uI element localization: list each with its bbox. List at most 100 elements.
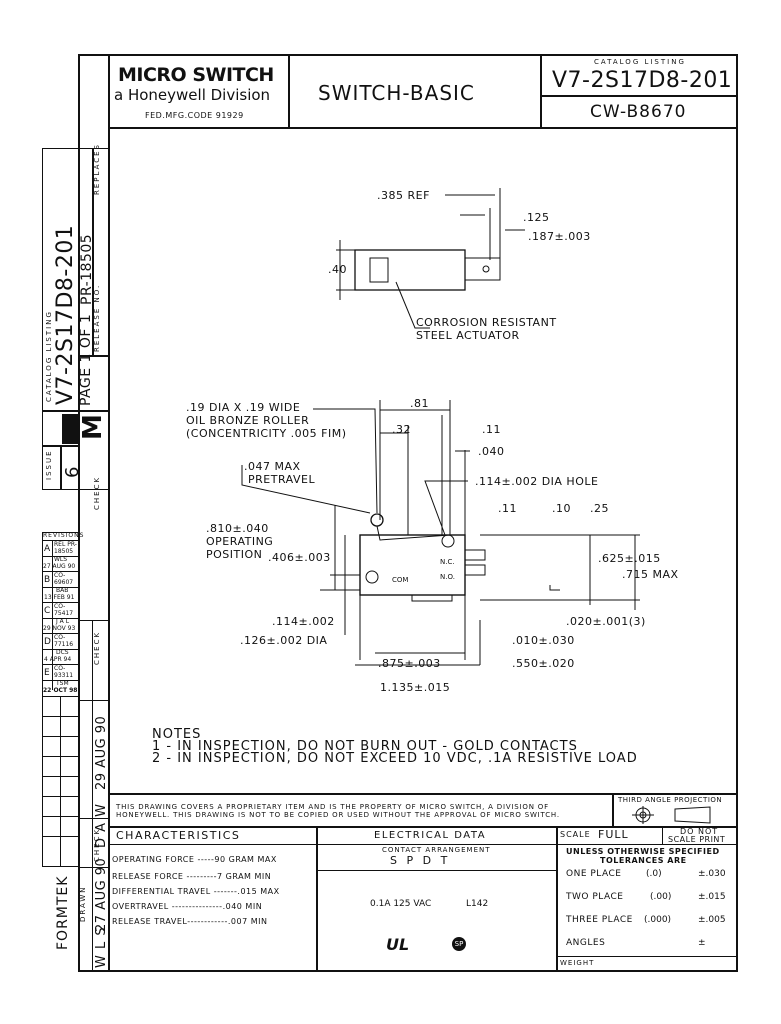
top-detail-drawing: [336, 188, 525, 329]
do-not-label: DO NOT: [680, 827, 719, 836]
rev-date: 13 FEB 91: [44, 594, 75, 601]
tol-value: ±.015: [698, 892, 726, 902]
char-row: RELEASE FORCE ---------7 GRAM MIN: [112, 872, 272, 881]
tol-label: ONE PLACE: [566, 869, 622, 879]
char-row: DIFFERENTIAL TRAVEL -------.015 MAX: [112, 887, 280, 896]
sig-h4: [78, 867, 108, 868]
dim-385: .385 REF: [377, 189, 430, 202]
roller-note-1: .19 DIA X .19 WIDE: [186, 401, 301, 414]
op-position-2: OPERATING: [206, 535, 274, 548]
top-terminal: [464, 257, 501, 281]
dim-010: .010±.030: [512, 634, 575, 647]
strip-check-label: CHECK: [93, 475, 101, 510]
check-date: 29 AUG 90: [94, 715, 109, 790]
side-catalog-label: CATALOG LISTING: [45, 310, 53, 402]
rev-line-0: [42, 540, 79, 541]
frame-top: [78, 54, 737, 56]
roller: [370, 513, 384, 527]
rev-date: 4 APR 94: [44, 656, 72, 663]
char-header-bottom: [108, 844, 556, 845]
pretravel-2: PRETRAVEL: [248, 473, 316, 486]
m-logo: M: [78, 414, 108, 440]
top-body: [354, 249, 466, 291]
unless-line-1: UNLESS OTHERWISE SPECIFIED: [566, 847, 720, 856]
dim-81: .81: [410, 397, 429, 410]
sig-h1: [78, 620, 108, 621]
char-row: OVERTRAVEL ---------------.040 MIN: [112, 902, 263, 911]
replaces-label: REPLACES: [93, 143, 101, 195]
formtek-frame-left: [78, 867, 80, 971]
drawing-number: CW-B8670: [590, 102, 687, 122]
rev-letter: A: [44, 544, 51, 554]
char-right: [316, 826, 318, 972]
dim-114: .114±.002: [272, 615, 335, 628]
elec-right: [556, 826, 558, 972]
tol-header-bottom: [556, 844, 737, 845]
scale-print-label: SCALE PRINT: [668, 835, 726, 844]
dia-hole: .114±.002 DIA HOLE: [475, 475, 599, 488]
scale-label: SCALE: [560, 830, 591, 839]
title-div-3: [540, 95, 737, 97]
contact-value: S P D T: [390, 854, 451, 867]
rev-line: [42, 633, 79, 634]
check-label: CHECK: [93, 630, 101, 665]
rev-letter: D: [44, 637, 51, 647]
rev-sep: [52, 540, 53, 690]
note-1: 1 - IN INSPECTION, DO NOT BURN OUT - GOL…: [152, 739, 578, 754]
elec-mid: [316, 870, 556, 871]
dim-125: .125: [523, 211, 550, 224]
proprietary-bottom: [108, 826, 737, 828]
pretravel-1: .047 MAX: [244, 460, 301, 473]
strip-div-f: [78, 355, 108, 357]
rev-desc: CO-77116: [54, 634, 74, 648]
sig-divider: [92, 620, 93, 970]
proprietary-line-2: HONEYWELL. THIS DRAWING IS NOT TO BE COP…: [116, 811, 560, 819]
rev-date: 22 OCT 98: [43, 687, 78, 694]
catalog-label: CATALOG LISTING: [594, 58, 686, 66]
rev-line: [42, 649, 79, 650]
dim-550: .550±.020: [512, 657, 575, 670]
rev-line: [42, 571, 79, 572]
rev-empty-sep: [60, 696, 61, 867]
notes-title: NOTES: [152, 727, 202, 742]
csa-mark-icon: SP: [452, 937, 466, 951]
op-position-3: POSITION: [206, 548, 263, 561]
scale-value: FULL: [598, 828, 629, 841]
release-label: RELEASE NO.: [93, 283, 101, 352]
characteristics-title: CHARACTERISTICS: [116, 829, 241, 842]
tol-value: ±: [698, 938, 706, 948]
tol-label: ANGLES: [566, 938, 606, 948]
mount-hole-upper: [441, 534, 455, 548]
terminal-nc: [464, 564, 486, 576]
sig-h2: [78, 700, 108, 701]
dim-1135: 1.135±.015: [380, 681, 451, 694]
dim-126: .126±.002 DIA: [240, 634, 328, 647]
strip-div-d: [60, 445, 62, 490]
rev-letter: B: [44, 575, 51, 585]
tol-label: TWO PLACE: [566, 892, 624, 902]
rev-line: [42, 587, 79, 588]
dim-406: .406±.003: [268, 551, 331, 564]
top-actuator-slot: [369, 257, 389, 283]
tol-paren: (.000): [644, 915, 672, 925]
rev-who: BAB: [56, 587, 69, 594]
rev-who: J A L: [56, 618, 70, 625]
unless-line-2: TOLERANCES ARE: [600, 856, 687, 865]
dim-040: .040: [478, 445, 505, 458]
tol-label: THREE PLACE: [566, 915, 633, 925]
rev-who: DCS: [56, 649, 69, 656]
label-no: N.O.: [440, 573, 455, 581]
issue-number: 6: [62, 466, 83, 478]
dim-40: .40: [328, 263, 347, 276]
company-logo: MICRO SWITCH: [118, 64, 274, 86]
dim-10: .10: [552, 502, 571, 515]
side-strip-box: [42, 148, 108, 490]
mount-hole-lower: [365, 570, 379, 584]
dim-625: .625±.015: [598, 552, 661, 565]
leader-dia-hole: [424, 480, 468, 536]
electrical-title: ELECTRICAL DATA: [374, 830, 487, 841]
rev-date: 27 AUG 90: [43, 563, 76, 570]
dim-32: .32: [392, 423, 411, 436]
note-2: 2 - IN INSPECTION, DO NOT EXCEED 10 VDC,…: [152, 751, 638, 766]
dim-020: .020±.001(3): [566, 615, 646, 628]
